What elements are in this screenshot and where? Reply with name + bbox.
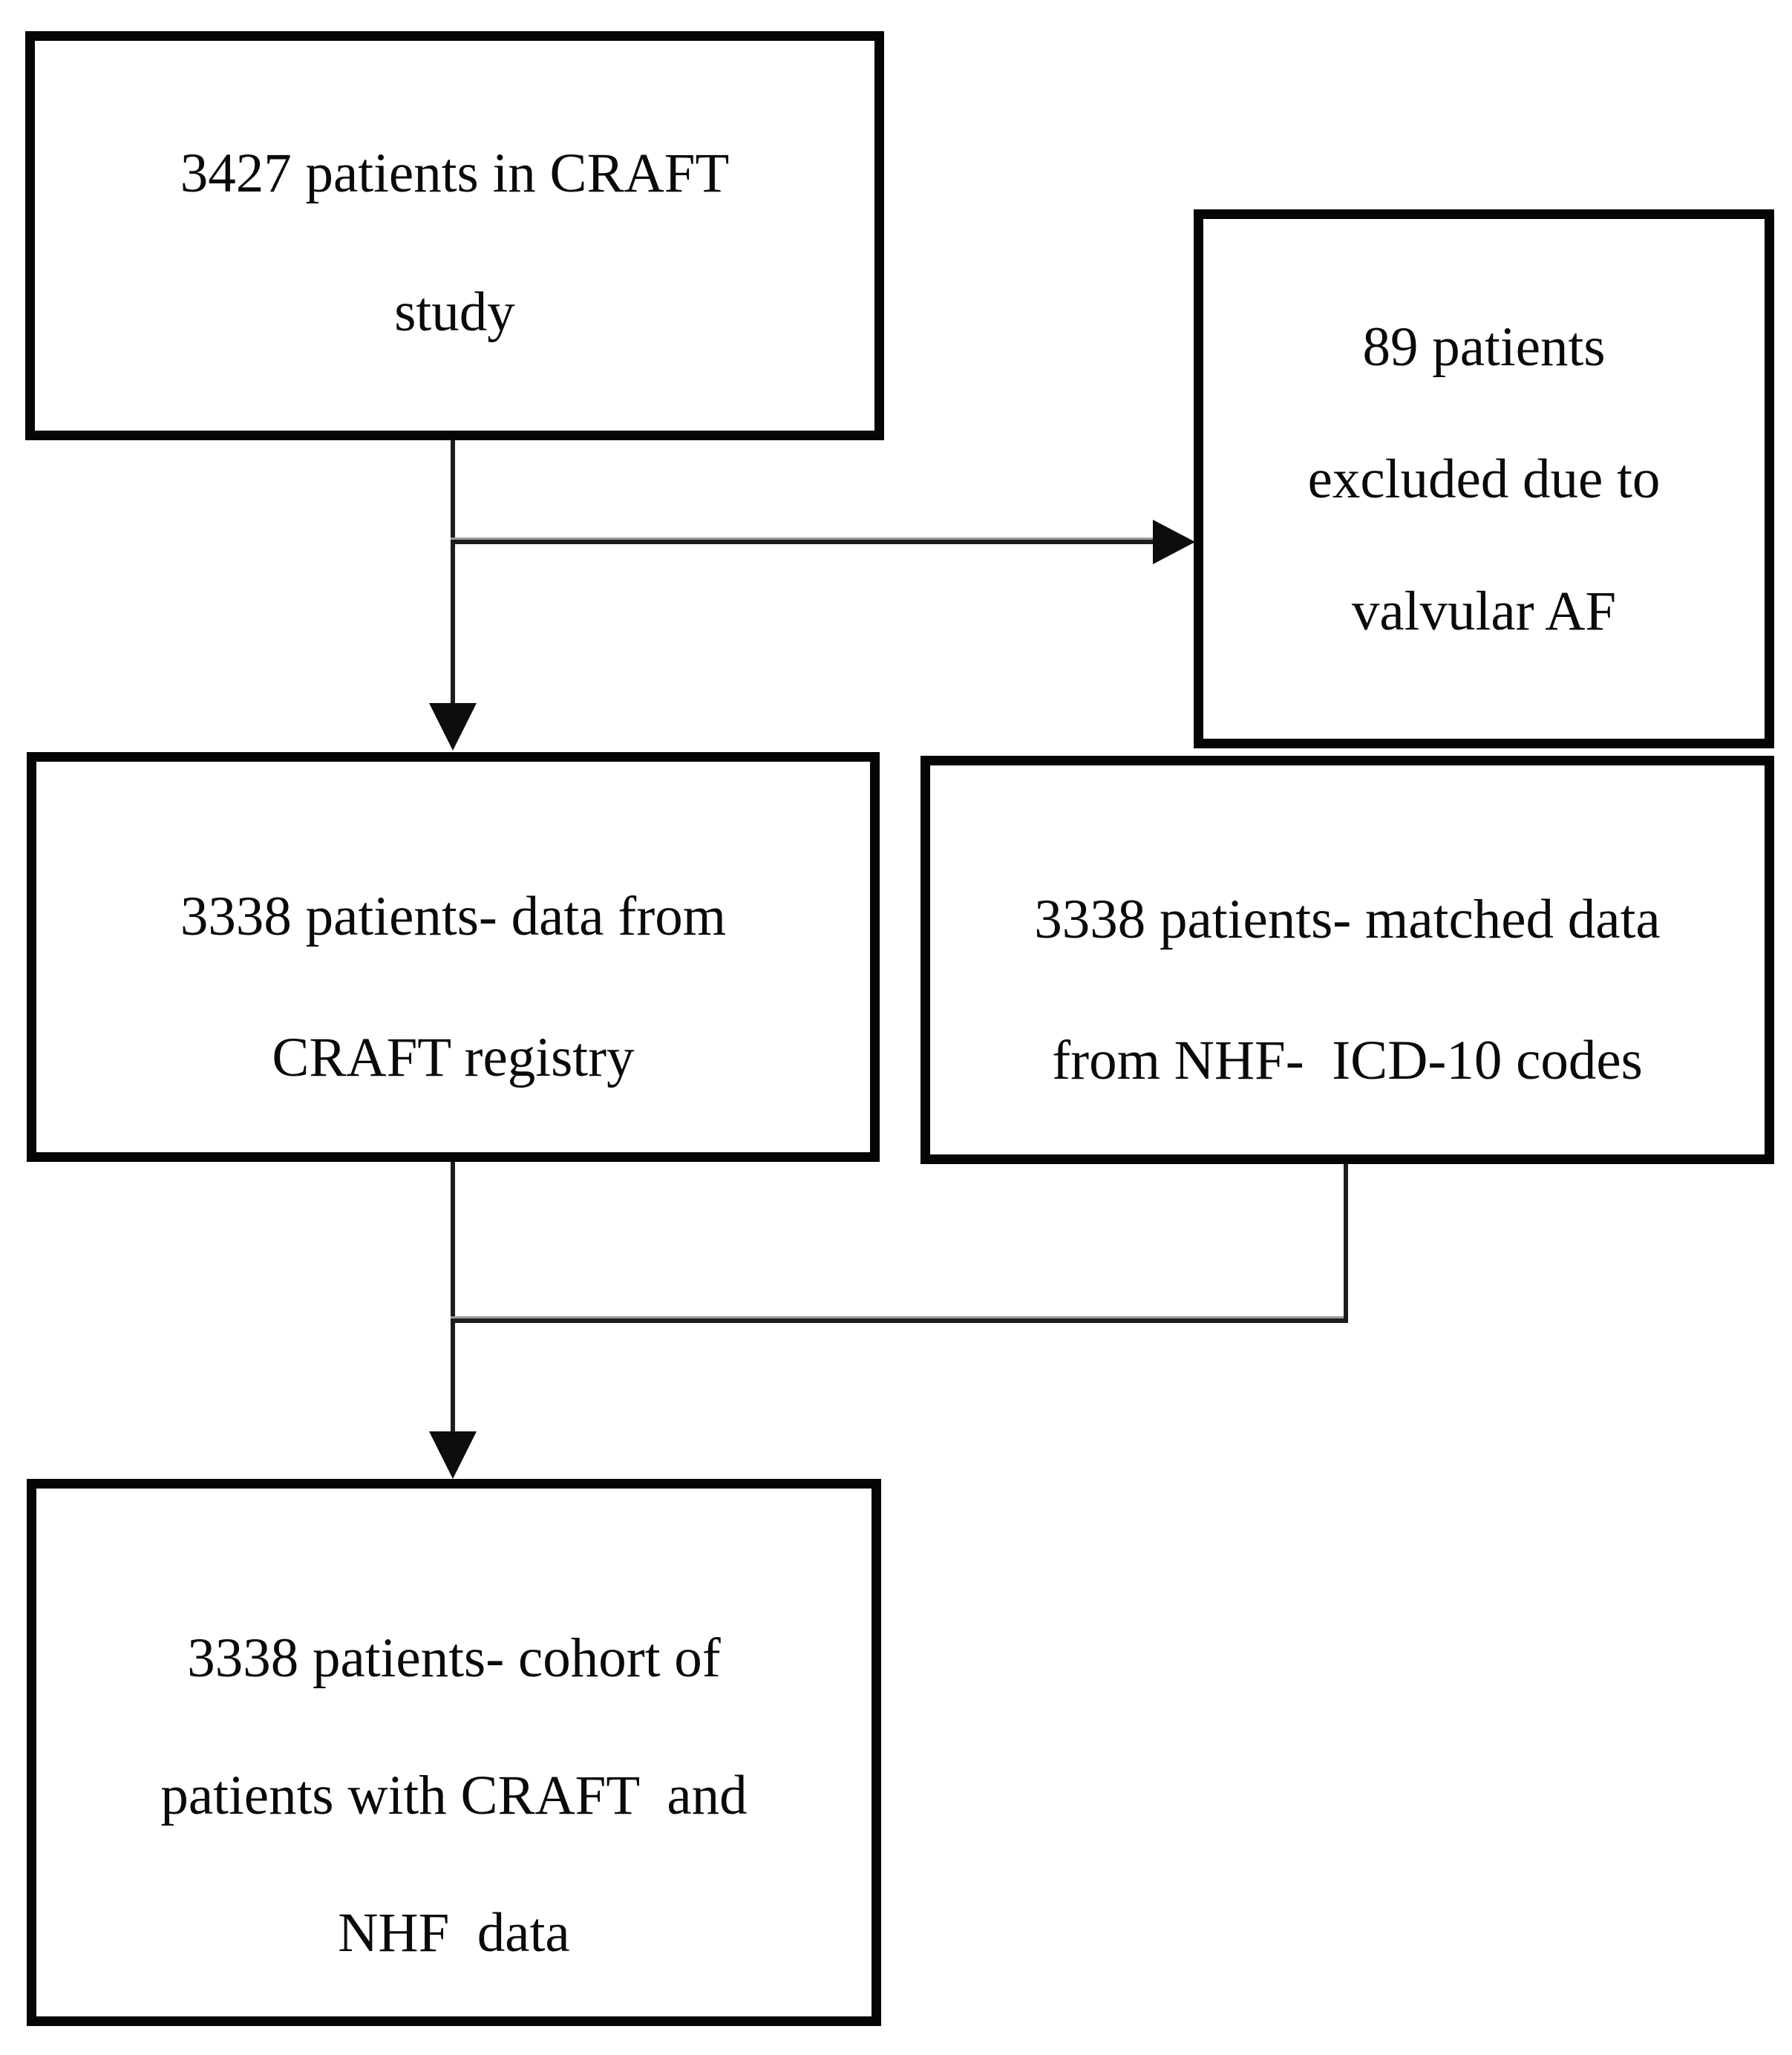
flow-box-craft-registry: 3338 patients- data from CRAFT registry [27, 752, 880, 1162]
flow-box-text-line: 3338 patients- cohort of [187, 1627, 721, 1689]
flow-box-text-line: CRAFT registry [272, 1026, 635, 1088]
flow-box-text-line: 89 patients [1362, 316, 1606, 378]
arrow-down-icon [429, 1431, 477, 1479]
connector-craft-study-down [451, 440, 455, 703]
connector-merge-horizontal [451, 1319, 1348, 1323]
flow-box-nhf-matched-data: 3338 patients- matched data from NHF- IC… [920, 756, 1774, 1164]
connector-nhf-down [1344, 1164, 1348, 1323]
flow-box-excluded-valvular-af: 89 patients excluded due to valvular AF [1194, 209, 1774, 748]
arrow-down-icon [429, 703, 477, 751]
connector-merge-down [451, 1323, 455, 1431]
connector-branch-to-excluded [451, 540, 1153, 544]
flow-box-text-line: from NHF- ICD-10 codes [1052, 1029, 1643, 1091]
flow-box-text-line: 3427 patients in CRAFT [180, 142, 730, 204]
flow-box-text-line: 3338 patients- data from [180, 885, 727, 947]
flow-box-text-line: excluded due to [1307, 448, 1661, 510]
flow-box-final-cohort: 3338 patients- cohort of patients with C… [27, 1479, 881, 2026]
flow-box-text-line: patients with CRAFT and [160, 1765, 748, 1826]
flow-box-text-line: 3338 patients- matched data [1034, 888, 1661, 950]
flow-box-text-line: study [394, 281, 515, 343]
flow-box-text-line: NHF data [338, 1902, 570, 1964]
arrow-right-icon [1153, 520, 1195, 564]
flow-box-text-line: valvular AF [1351, 580, 1617, 642]
flow-box-craft-study: 3427 patients in CRAFT study [25, 31, 884, 440]
connector-registry-down [451, 1162, 455, 1323]
